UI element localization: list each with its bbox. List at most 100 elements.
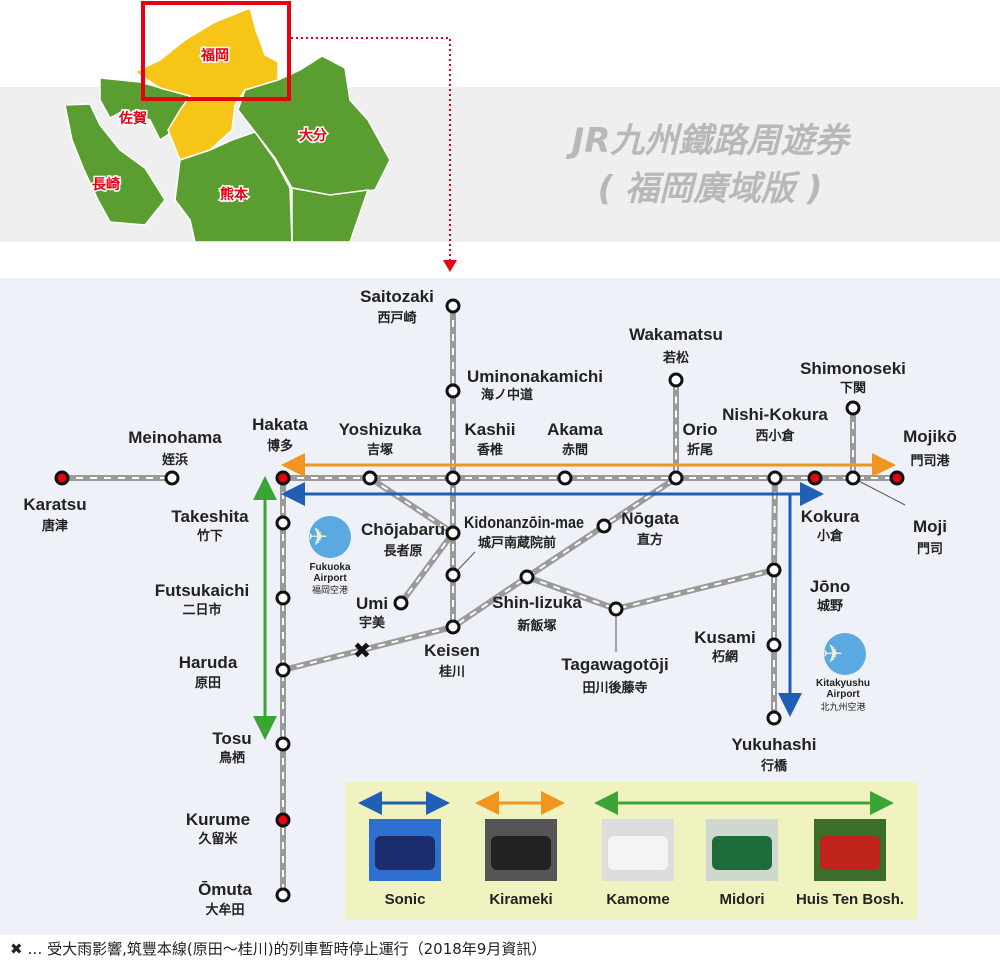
station-name: Keisen (424, 641, 480, 660)
station-name: Yoshizuka (339, 420, 422, 439)
station-marker[interactable] (275, 887, 291, 903)
station-meinohama[interactable] (164, 470, 180, 486)
station-yukuhashi[interactable] (766, 710, 782, 726)
legend-label: Sonic (385, 891, 426, 908)
station-akama[interactable] (557, 470, 573, 486)
station-tagawagotoji[interactable] (608, 601, 624, 617)
station-kashii[interactable] (445, 470, 461, 486)
station-keisen[interactable] (445, 619, 461, 635)
station-name-zh: 大牟田 (205, 902, 244, 918)
station-uminonakamichi[interactable] (445, 383, 461, 399)
station-name: Takeshita (171, 507, 249, 526)
station-nishikokura[interactable] (767, 470, 783, 486)
station-tosu[interactable] (275, 736, 291, 752)
station-marker[interactable] (54, 470, 70, 486)
airport-name: Airport (313, 573, 347, 584)
station-marker[interactable] (445, 619, 461, 635)
region-nagasaki[interactable] (64, 103, 166, 226)
station-marker[interactable] (889, 470, 905, 486)
station-name-zh: 原田 (195, 676, 221, 691)
kitakyushu-airport: ✈ Kitakyushu Airport 北九州空港 (816, 633, 870, 713)
station-omuta[interactable] (275, 887, 291, 903)
kyushu-map (64, 6, 391, 243)
station-name-zh: 久留米 (198, 831, 238, 847)
station-marker[interactable] (766, 637, 782, 653)
station-marker[interactable] (445, 525, 461, 541)
station-kusami[interactable] (766, 637, 782, 653)
station-marker[interactable] (393, 595, 409, 611)
station-marker[interactable] (275, 590, 291, 606)
station-shiniizuka[interactable] (519, 569, 535, 585)
station-takeshita[interactable] (275, 515, 291, 531)
station-name-zh: 鳥栖 (219, 750, 245, 766)
station-saitozaki[interactable] (445, 298, 461, 314)
station-orio[interactable] (668, 470, 684, 486)
svg-text:✈: ✈ (308, 524, 328, 551)
suspended-icon: ✖ (10, 940, 23, 958)
station-name: Shimonoseki (800, 359, 906, 378)
region-kumamoto[interactable] (174, 131, 293, 243)
station-marker[interactable] (275, 515, 291, 531)
station-name: Saitozaki (360, 287, 434, 306)
station-name-zh: 姪浜 (161, 452, 188, 468)
station-marker[interactable] (275, 736, 291, 752)
station-nogata[interactable] (596, 518, 612, 534)
station-hakata[interactable] (275, 470, 291, 486)
station-marker[interactable] (275, 662, 291, 678)
station-marker[interactable] (845, 400, 861, 416)
station-marker[interactable] (445, 470, 461, 486)
station-name-zh: 門司港 (910, 453, 950, 469)
station-name-zh: 西小倉 (755, 428, 795, 444)
station-umi[interactable] (393, 595, 409, 611)
station-marker[interactable] (445, 567, 461, 583)
station-shimonoseki[interactable] (845, 400, 861, 416)
station-jono[interactable] (766, 562, 782, 578)
station-marker[interactable] (275, 812, 291, 828)
airport-name: Kitakyushu (816, 678, 870, 689)
station-yoshizuka[interactable] (362, 470, 378, 486)
region-miyazaki[interactable] (291, 187, 370, 243)
station-kokura[interactable] (807, 470, 823, 486)
station-name: Kidonanzōin-mae (464, 513, 584, 532)
station-marker[interactable] (766, 710, 782, 726)
station-marker[interactable] (596, 518, 612, 534)
airport-name: Airport (826, 689, 860, 700)
station-moji[interactable] (845, 470, 861, 486)
legend-label: Kirameki (489, 891, 552, 908)
station-marker[interactable] (275, 470, 291, 486)
station-mojiko[interactable] (889, 470, 905, 486)
station-name-zh: 直方 (637, 532, 663, 548)
station-marker[interactable] (362, 470, 378, 486)
legend-item-midori: Midori (706, 819, 778, 908)
suspended-mark: ✖ (353, 638, 371, 663)
legend-item-kirameki: Kirameki (485, 819, 557, 908)
station-marker[interactable] (445, 298, 461, 314)
station-marker[interactable] (807, 470, 823, 486)
station-marker[interactable] (845, 470, 861, 486)
station-name: Meinohama (128, 428, 222, 447)
station-kidonanzoin[interactable] (445, 567, 461, 583)
station-labels: Saitozaki西戸崎Uminonakamichi海ノ中道Wakamatsu若… (23, 287, 957, 918)
station-kurume[interactable] (275, 812, 291, 828)
station-futsukaichi[interactable] (275, 590, 291, 606)
station-marker[interactable] (766, 562, 782, 578)
station-marker[interactable] (608, 601, 624, 617)
station-chojabaru[interactable] (445, 525, 461, 541)
station-name-zh: 小倉 (817, 528, 844, 544)
station-marker[interactable] (668, 372, 684, 388)
station-name-zh: 城戸南蔵院前 (478, 535, 556, 551)
station-marker[interactable] (557, 470, 573, 486)
station-marker[interactable] (668, 470, 684, 486)
station-name-zh: 竹下 (196, 528, 223, 544)
station-wakamatsu[interactable] (668, 372, 684, 388)
station-name: Futsukaichi (155, 581, 249, 600)
region-oita[interactable] (237, 55, 391, 196)
station-marker[interactable] (164, 470, 180, 486)
station-karatsu[interactable] (54, 470, 70, 486)
station-haruda[interactable] (275, 662, 291, 678)
station-marker[interactable] (445, 383, 461, 399)
station-marker[interactable] (767, 470, 783, 486)
station-marker[interactable] (519, 569, 535, 585)
station-name: Karatsu (23, 495, 86, 514)
station-name-zh: 二日市 (182, 602, 221, 618)
